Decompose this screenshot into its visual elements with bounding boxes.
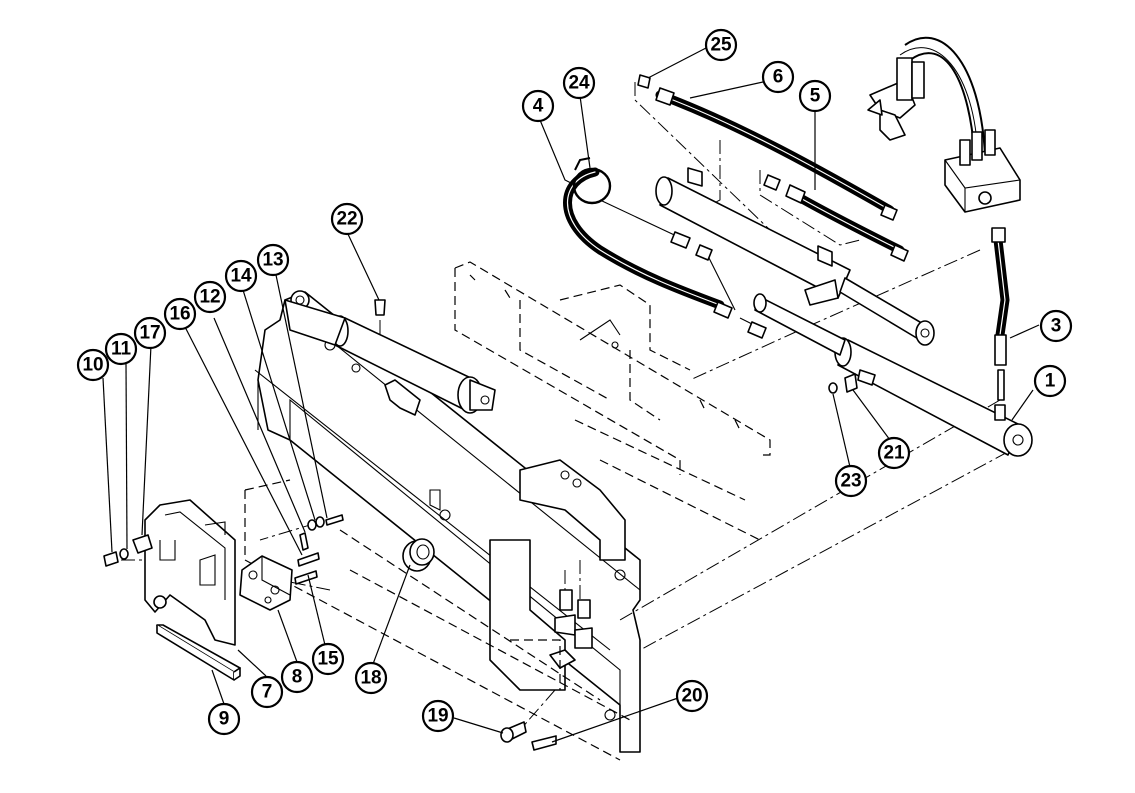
alignment-lines bbox=[110, 82, 1031, 731]
leader-lines bbox=[102, 47, 1040, 743]
callout-8-label: 8 bbox=[292, 667, 303, 688]
callout-9-label: 9 bbox=[219, 709, 230, 730]
callout-12-label: 12 bbox=[199, 287, 220, 308]
callout-21-label: 21 bbox=[883, 443, 905, 464]
callout-13-label: 13 bbox=[262, 250, 283, 271]
callout-25: 25 bbox=[704, 28, 738, 62]
callout-14-label: 14 bbox=[230, 266, 252, 287]
callout-8: 8 bbox=[280, 660, 314, 694]
callout-16-label: 16 bbox=[169, 304, 190, 325]
valve-block bbox=[867, 57, 1021, 213]
callout-13: 13 bbox=[256, 243, 290, 277]
callout-15-label: 15 bbox=[317, 649, 339, 670]
lift-cylinder-upper bbox=[655, 167, 935, 346]
callout-1: 1 bbox=[1033, 364, 1067, 398]
mounting-block bbox=[239, 555, 293, 611]
callout-24: 24 bbox=[562, 66, 596, 100]
lift-cylinder-lower bbox=[753, 293, 1033, 457]
callout-19-label: 19 bbox=[427, 706, 448, 727]
callout-20: 20 bbox=[675, 679, 709, 713]
hose-fittings bbox=[637, 74, 1007, 401]
callout-24-label: 24 bbox=[568, 73, 590, 94]
callout-11-label: 11 bbox=[111, 339, 132, 360]
bracket-plate bbox=[144, 499, 241, 681]
callout-4-label: 4 bbox=[533, 96, 544, 117]
phantom-frame-outline bbox=[244, 261, 771, 761]
callout-19: 19 bbox=[421, 699, 455, 733]
callout-6-label: 6 bbox=[773, 67, 784, 88]
callout-16: 16 bbox=[163, 297, 197, 331]
callout-5-label: 5 bbox=[810, 86, 821, 107]
callout-1-label: 1 bbox=[1045, 371, 1056, 392]
callout-17-label: 17 bbox=[139, 323, 160, 344]
hardware bbox=[103, 299, 858, 751]
callout-7: 7 bbox=[250, 675, 284, 709]
callout-18: 18 bbox=[354, 661, 388, 695]
callout-3: 3 bbox=[1039, 309, 1073, 343]
hose-clamp bbox=[572, 157, 612, 205]
callout-5: 5 bbox=[798, 79, 832, 113]
callout-22-label: 22 bbox=[336, 209, 357, 230]
callout-23: 23 bbox=[834, 464, 868, 498]
callout-17: 17 bbox=[133, 316, 167, 350]
callout-12: 12 bbox=[193, 280, 227, 314]
hoses bbox=[563, 36, 1010, 340]
callout-23-label: 23 bbox=[840, 471, 861, 492]
callout-4: 4 bbox=[521, 89, 555, 123]
callout-15: 15 bbox=[311, 642, 345, 676]
callout-9: 9 bbox=[207, 702, 241, 736]
callout-22: 22 bbox=[330, 202, 364, 236]
callout-25-label: 25 bbox=[710, 35, 732, 56]
callout-10-label: 10 bbox=[82, 355, 103, 376]
callout-11: 11 bbox=[104, 332, 138, 366]
frame-cylinder bbox=[284, 299, 496, 414]
callout-10: 10 bbox=[76, 348, 110, 382]
callout-20-label: 20 bbox=[681, 686, 702, 707]
callout-7-label: 7 bbox=[262, 682, 273, 703]
callout-18-label: 18 bbox=[360, 668, 381, 689]
callout-14: 14 bbox=[224, 259, 258, 293]
mounting-frame bbox=[254, 290, 641, 753]
callout-3-label: 3 bbox=[1051, 316, 1062, 337]
callout-6: 6 bbox=[761, 60, 795, 94]
callout-21: 21 bbox=[877, 436, 911, 470]
